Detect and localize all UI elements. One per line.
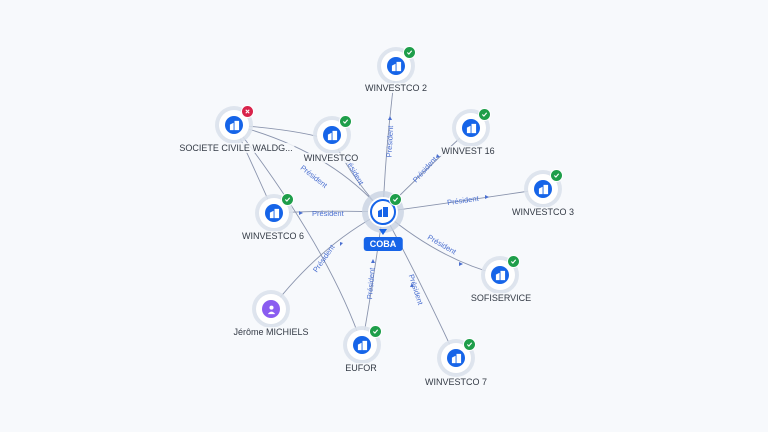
check-icon	[507, 255, 520, 268]
check-icon	[369, 325, 382, 338]
edge-arrow	[388, 116, 392, 120]
edge-arrow	[371, 259, 375, 263]
node-label: SOCIETE CIVILE WALDG...	[177, 143, 295, 153]
node-eufor[interactable]	[347, 325, 382, 360]
check-icon	[281, 193, 294, 206]
edge-label: Président	[384, 125, 396, 158]
company-icon	[462, 119, 480, 137]
node-winvestco-2[interactable]	[381, 46, 416, 81]
company-icon	[534, 180, 552, 198]
check-icon	[463, 338, 476, 351]
person-icon	[262, 300, 280, 318]
node-label: WINVESTCO 7	[422, 377, 490, 387]
check-icon	[389, 193, 402, 206]
node-winvestco[interactable]	[317, 115, 352, 150]
node-label: WINVEST 16	[439, 146, 497, 156]
company-icon	[323, 126, 341, 144]
center-node-coba[interactable]	[368, 193, 402, 227]
check-icon	[478, 108, 491, 121]
node-label: EUFOR	[343, 363, 379, 373]
edge-arrow	[340, 242, 343, 246]
company-icon	[353, 336, 371, 354]
edge-coba-winvestco3	[382, 188, 544, 213]
company-icon	[225, 116, 243, 134]
node-label: WINVESTCO 3	[509, 207, 577, 217]
edge-arrow	[459, 262, 463, 266]
node-winvest-16[interactable]	[456, 108, 491, 143]
node-label: SOFISERVICE	[468, 293, 534, 303]
check-icon	[403, 46, 416, 59]
edge-label: Président	[312, 209, 344, 218]
node-societe-civile[interactable]	[219, 105, 254, 140]
company-icon	[265, 204, 283, 222]
center-node-label: COBA	[363, 237, 403, 251]
company-icon	[447, 349, 465, 367]
company-icon	[387, 57, 405, 75]
edge-arrow	[436, 154, 440, 158]
edge-coba-winvestco7	[382, 211, 457, 359]
edge-coba-jerome	[270, 211, 384, 310]
edge-jerome-eufor	[233, 124, 363, 346]
check-icon	[550, 169, 563, 182]
node-label: WINVESTCO 6	[239, 231, 307, 241]
company-icon	[491, 266, 509, 284]
node-winvestco-6[interactable]	[259, 193, 294, 228]
node-winvestco-3[interactable]	[528, 169, 563, 204]
node-jerome-michiels[interactable]	[256, 294, 286, 324]
node-label: WINVESTCO 2	[362, 83, 430, 93]
node-label: Jérôme MICHIELS	[231, 327, 311, 337]
close-icon	[241, 105, 254, 118]
node-winvestco-7[interactable]	[441, 338, 476, 373]
center-pin-tip	[379, 229, 387, 235]
node-label: WINVESTCO	[301, 153, 361, 163]
check-icon	[339, 115, 352, 128]
edge-arrow	[410, 283, 414, 287]
node-sofiservice[interactable]	[485, 255, 520, 290]
edge-arrow	[299, 211, 303, 215]
edge-arrow	[485, 195, 489, 199]
